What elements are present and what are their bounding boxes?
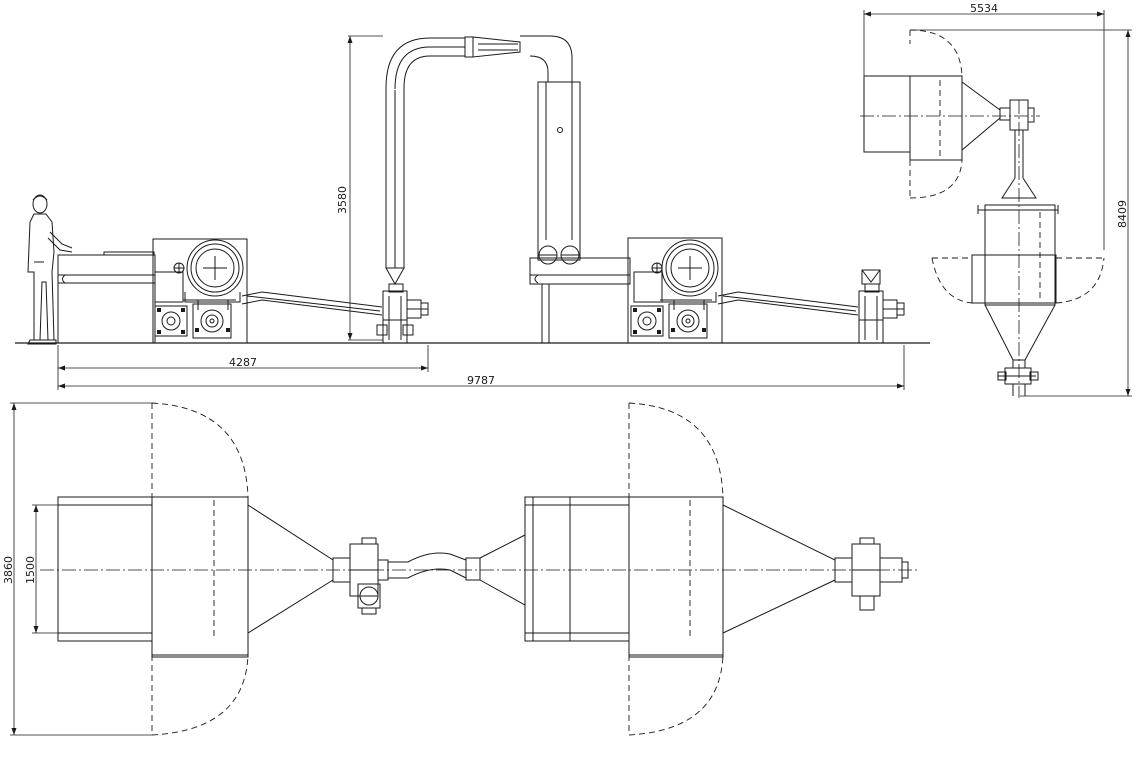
front-elevation-view: 3580 4287 9787 xyxy=(15,35,930,390)
dim-label-5534: 5534 xyxy=(970,2,998,15)
dim-label-4287: 4287 xyxy=(229,356,257,369)
overhead-duct xyxy=(385,35,631,343)
opener-machine-2 xyxy=(627,237,859,344)
dim-label-1500: 1500 xyxy=(24,556,37,584)
dim-label-8409: 8409 xyxy=(1116,200,1129,228)
side-view: 5534 8409 xyxy=(860,2,1132,398)
fan-2 xyxy=(858,269,905,344)
plan-view: 3860 1500 xyxy=(2,402,920,736)
plan-machine-2 xyxy=(479,402,909,736)
plan-machine-1 xyxy=(57,402,481,736)
dimension-3580: 3580 xyxy=(336,35,383,341)
opener-machine-1 xyxy=(57,238,383,344)
operator-figure xyxy=(27,194,73,345)
fan-1 xyxy=(376,267,429,344)
dimension-9787: 9787 xyxy=(57,345,905,390)
dimension-4287: 4287 xyxy=(57,345,429,372)
dim-label-9787: 9787 xyxy=(467,374,495,387)
dim-label-3860: 3860 xyxy=(2,556,15,584)
dim-label-3580: 3580 xyxy=(336,186,349,214)
